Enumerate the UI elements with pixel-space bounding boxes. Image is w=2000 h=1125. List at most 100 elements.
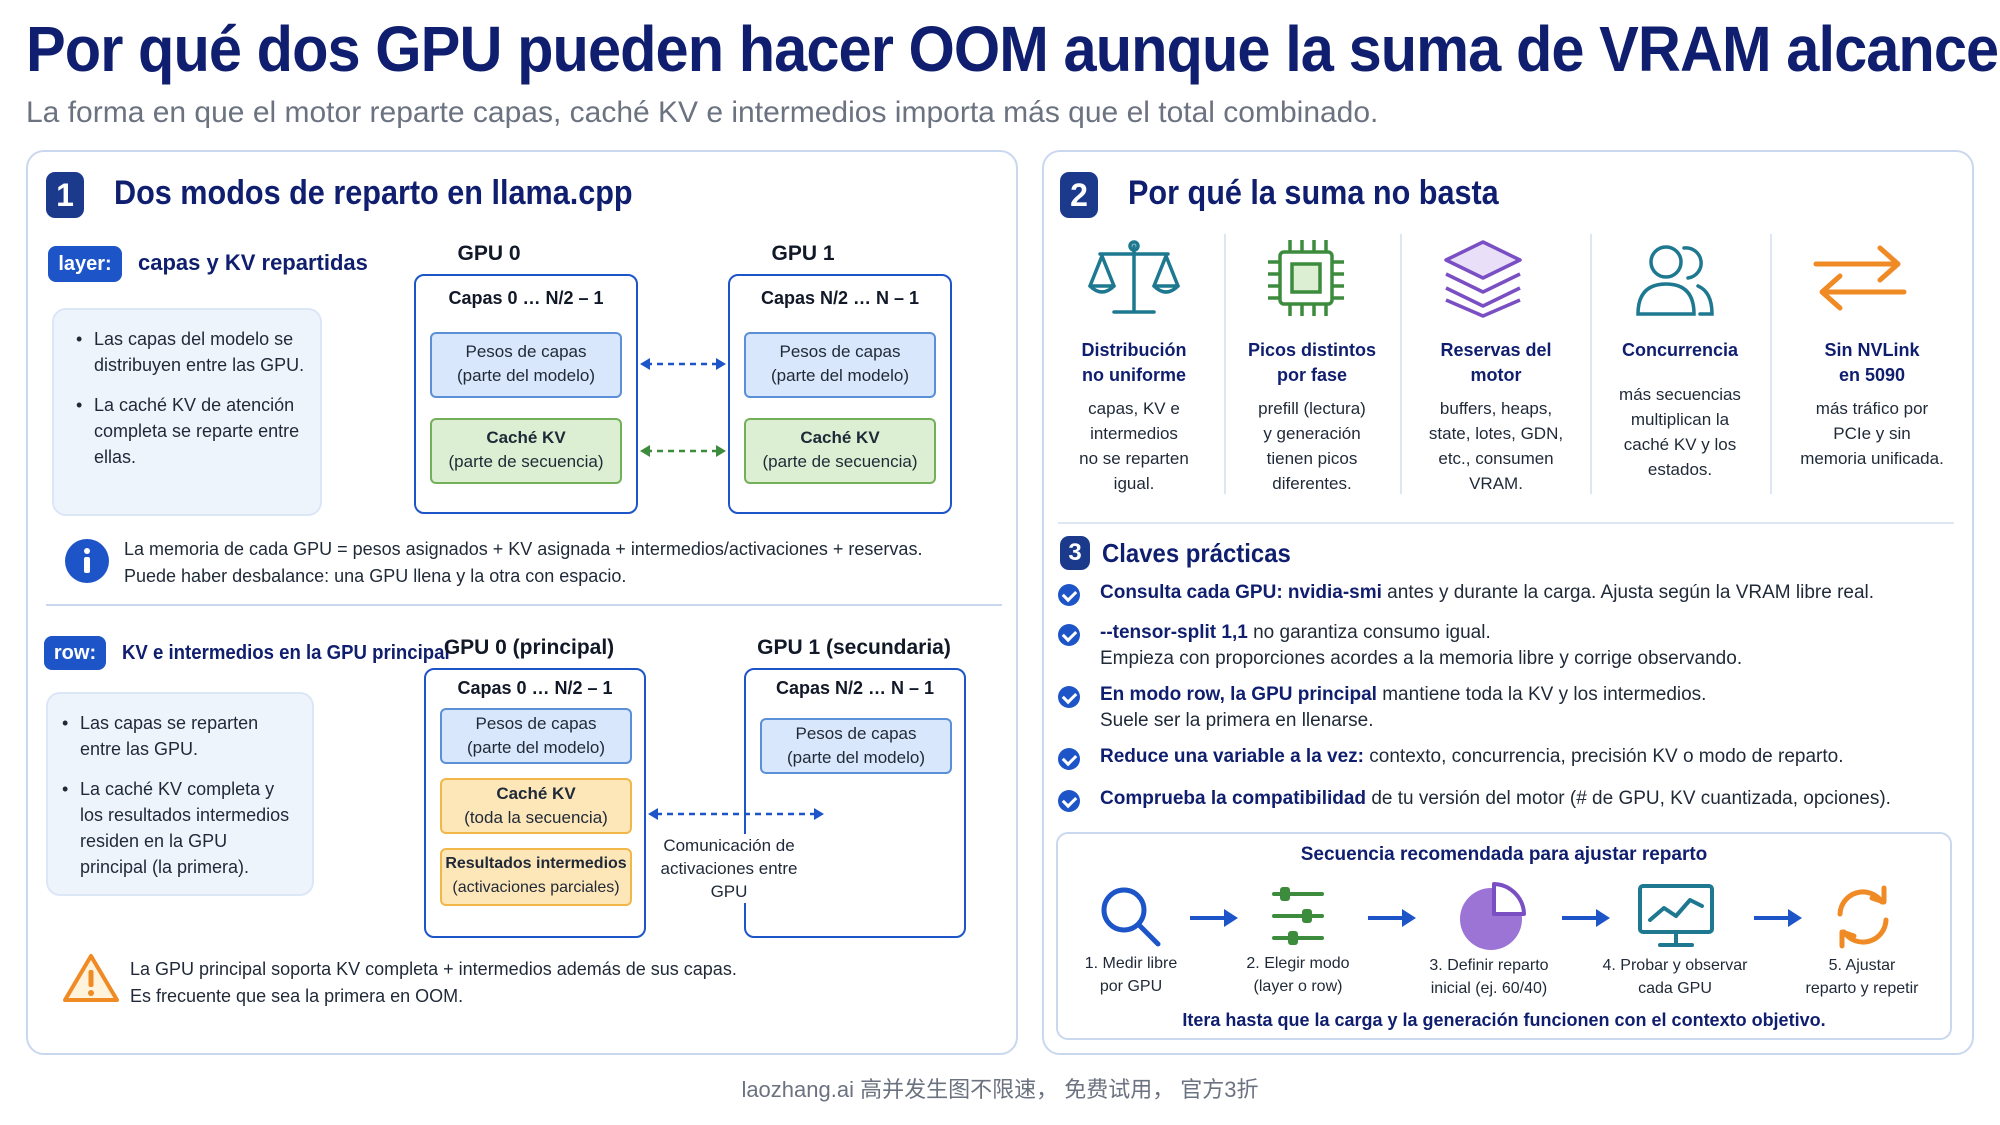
page-title: Por qué dos GPU pueden hacer OOM aunque … xyxy=(26,13,1999,85)
weights-block: Pesos de capas (parte del modelo) xyxy=(430,332,622,398)
desc-line: prefill (lectura) xyxy=(1258,399,1366,418)
key-item: Comprueba la compatibilidad de tu versió… xyxy=(1100,786,1891,812)
desc-line: multiplican la xyxy=(1630,410,1730,429)
step-line: por GPU xyxy=(1099,978,1163,995)
activation-comm-label: Comunicación de activaciones entre GPU xyxy=(654,834,804,903)
desc-line: estados. xyxy=(1647,460,1713,479)
gpu1-secondary-label: GPU 1 (secundaria) xyxy=(757,636,951,659)
key-rest: mantiene toda la KV y los intermedios. xyxy=(1376,684,1707,705)
row-mode-desc: KV e intermedios en la GPU principal xyxy=(122,642,450,664)
block-subtitle: (parte de secuencia) xyxy=(762,452,918,471)
divider xyxy=(46,604,1002,606)
list-item: Las capas se reparten entre las GPU. xyxy=(62,710,298,762)
memory-info-note: La memoria de cada GPU = pesos asignados… xyxy=(124,536,1004,590)
refresh-icon xyxy=(1837,885,1889,949)
block-subtitle: (parte del modelo) xyxy=(457,366,595,385)
section-title: Claves prácticas xyxy=(1102,538,1291,568)
warning-icon xyxy=(63,954,119,1002)
intermediates-block: Resultados intermedios (activaciones par… xyxy=(440,848,632,906)
reason-title-line: Picos distintos xyxy=(1247,340,1377,360)
step-line: 2. Elegir modo xyxy=(1246,955,1350,972)
key-item: En modo row, la GPU principal mantiene t… xyxy=(1100,682,1706,734)
magnifier-icon xyxy=(1101,887,1161,947)
divider xyxy=(1400,234,1402,494)
section-number-badge: 2 xyxy=(1060,172,1098,218)
check-icon xyxy=(1058,624,1080,646)
panel-split-modes: 1 Dos modos de reparto en llama.cpp laye… xyxy=(26,150,1018,1055)
layer-link-arrows xyxy=(640,358,726,457)
reason-title: Concurrencia xyxy=(1596,338,1764,363)
key-item: Reduce una variable a la vez: contexto, … xyxy=(1100,744,1844,770)
key-rest: antes y durante la carga. Ajusta según l… xyxy=(1381,582,1875,603)
step-line: (layer o row) xyxy=(1253,978,1343,995)
note-line: GPU xyxy=(710,882,748,901)
kv-cache-block: Caché KV (toda la secuencia) xyxy=(440,778,632,834)
layer-mode-desc: capas y KV repartidas xyxy=(138,250,368,275)
key-rest: no garantiza consumo igual. xyxy=(1247,622,1491,643)
key-rest: de tu versión del motor (# de GPU, KV cu… xyxy=(1366,788,1891,809)
gpu0-box: Capas 0 … N/2 – 1 Pesos de capas (parte … xyxy=(414,274,638,514)
step-line: 1. Medir libre xyxy=(1084,955,1178,972)
key-bold: --tensor-split 1,1 xyxy=(1100,622,1248,643)
gpu1-box: Capas N/2 … N – 1 Pesos de capas (parte … xyxy=(728,274,952,514)
divider xyxy=(1224,234,1226,494)
note-line: La GPU principal soporta KV completa + i… xyxy=(130,959,737,979)
sequence-arrow xyxy=(1190,909,1238,927)
list-item: La caché KV completa y los resultados in… xyxy=(62,776,298,880)
desc-line: capas, KV e xyxy=(1088,399,1180,418)
divider xyxy=(1590,234,1592,494)
key-bold: Comprueba la compatibilidad xyxy=(1100,788,1367,809)
desc-line: y generación xyxy=(1263,424,1361,443)
reason-title-line: Sin NVLink xyxy=(1824,340,1920,360)
watermark-footer: laozhang.ai 高并发生图不限速， 免费试用， 官方3折 xyxy=(741,1077,1259,1102)
desc-line: caché KV y los xyxy=(1623,435,1737,454)
desc-line: etc., consumen xyxy=(1438,449,1554,468)
reason-title-line: Concurrencia xyxy=(1621,340,1739,360)
desc-line: más tráfico por xyxy=(1815,399,1929,418)
desc-line: memoria unificada. xyxy=(1800,449,1944,468)
gpu-layer-range: Capas 0 … N/2 – 1 xyxy=(448,288,604,308)
key-item: Consulta cada GPU: nvidia-smi antes y du… xyxy=(1100,580,1874,606)
block-subtitle: (parte de secuencia) xyxy=(448,452,604,471)
block-title: Caché KV xyxy=(486,428,566,447)
note-line: Puede haber desbalance: una GPU llena y … xyxy=(124,566,627,586)
reason-title-line: no uniforme xyxy=(1082,365,1186,385)
block-title: Resultados intermedios xyxy=(445,855,627,872)
reason-title: Sin NVLink en 5090 xyxy=(1776,338,1968,388)
row-mode-pill: row: xyxy=(44,636,106,670)
sequence-arrow xyxy=(1754,909,1802,927)
kv-cache-block: Caché KV (parte de secuencia) xyxy=(744,418,936,484)
chip-icon xyxy=(1268,240,1344,316)
reason-desc: buffers, heaps,state, lotes, GDN,etc., c… xyxy=(1406,396,1586,496)
key-bold: Consulta cada GPU: nvidia-smi xyxy=(1100,582,1382,603)
section-number-badge: 1 xyxy=(46,172,84,218)
sequence-step: 1. Medir libre por GPU xyxy=(1062,952,1200,998)
note-line: La memoria de cada GPU = pesos asignados… xyxy=(124,539,923,559)
block-title: Caché KV xyxy=(496,784,576,803)
weights-block: Pesos de capas (parte del modelo) xyxy=(760,718,952,774)
sliders-icon xyxy=(1272,887,1324,945)
row-bullets: Las capas se reparten entre las GPU. La … xyxy=(46,692,314,896)
gpu0-main-label: GPU 0 (principal) xyxy=(443,636,615,659)
layer-mode-pill: layer: xyxy=(48,246,122,282)
note-line: Comunicación de xyxy=(663,836,795,855)
desc-line: PCIe y sin xyxy=(1833,424,1911,443)
section-number-badge: 3 xyxy=(1060,536,1090,570)
gpu1-secondary-box: Capas N/2 … N – 1 Pesos de capas (parte … xyxy=(744,668,966,938)
panel-why-sum-fails: 2 Por qué la suma no basta xyxy=(1042,150,1974,1055)
step-line: 5. Ajustar xyxy=(1828,957,1896,974)
swap-arrows-icon xyxy=(1813,245,1907,311)
balance-scale-icon xyxy=(1088,240,1180,314)
step-line: 3. Definir reparto xyxy=(1429,957,1549,974)
block-subtitle: (parte del modelo) xyxy=(787,748,925,767)
key-bold: Reduce una variable a la vez: xyxy=(1100,746,1365,767)
reason-title-line: en 5090 xyxy=(1838,365,1906,385)
page-subtitle: La forma en que el motor reparte capas, … xyxy=(26,96,1379,129)
layers-icon xyxy=(1444,240,1522,318)
